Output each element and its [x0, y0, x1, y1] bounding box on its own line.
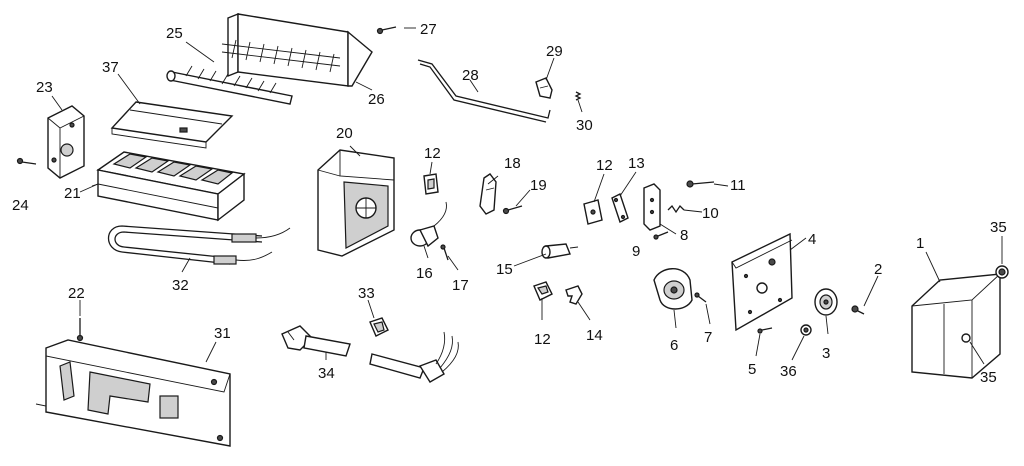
callout-15: 15 [496, 261, 513, 278]
part-25-ejector-blade [166, 65, 293, 105]
part-23-mounting-bracket [47, 105, 85, 179]
part-12-switch-lower [533, 281, 553, 301]
callout-11: 11 [730, 177, 746, 194]
callout-labels: 1 2 3 4 5 6 7 8 9 10 11 12 12 12 13 14 1… [12, 21, 1007, 386]
part-7-screw [694, 292, 707, 303]
callout-23: 23 [36, 79, 53, 96]
callout-24: 24 [12, 197, 29, 214]
part-30-spring [574, 91, 582, 101]
part-1-cover-box [911, 273, 1001, 379]
callout-21: 21 [64, 185, 81, 202]
part-4-mounting-plate [731, 232, 793, 332]
callout-14: 14 [586, 327, 603, 344]
callout-31: 31 [214, 325, 231, 342]
part-19-screw [502, 205, 523, 215]
part-8-bracket [643, 183, 661, 231]
callout-22: 22 [68, 285, 85, 302]
callout-19: 19 [530, 177, 547, 194]
callout-28: 28 [462, 67, 479, 84]
part-35-knob-top [995, 265, 1009, 279]
part-36-nut [800, 324, 812, 336]
callout-35-bottom: 35 [980, 369, 997, 386]
part-12-switch-upper [423, 173, 439, 195]
part-18-bracket [479, 173, 497, 215]
part-wire-harness [369, 331, 459, 383]
callout-36: 36 [780, 363, 797, 380]
part-17-screw [440, 244, 449, 261]
part-2-screw [851, 305, 865, 315]
callout-33: 33 [358, 285, 375, 302]
callout-1: 1 [916, 235, 924, 252]
callout-9: 9 [632, 243, 640, 260]
callout-32: 32 [172, 277, 189, 294]
callout-2: 2 [874, 261, 882, 278]
part-33-connector [369, 317, 389, 337]
callout-10: 10 [702, 205, 719, 222]
callout-18: 18 [504, 155, 521, 172]
part-31-front-cover [35, 339, 231, 447]
part-21-ice-mold [91, 151, 246, 222]
part-28-feeler-arm [417, 59, 551, 123]
callout-4: 4 [808, 231, 816, 248]
part-11-screw [686, 180, 715, 188]
callout-27: 27 [420, 21, 437, 38]
part-32-heater [107, 225, 291, 265]
part-26-ejector-frame [221, 12, 373, 87]
callout-34: 34 [318, 365, 335, 382]
callout-20: 20 [336, 125, 353, 142]
callout-12-lower: 12 [534, 331, 551, 348]
callout-29: 29 [546, 43, 563, 60]
part-37-cover [110, 101, 234, 149]
callout-26: 26 [368, 91, 385, 108]
part-14-clip [565, 285, 583, 305]
callout-37: 37 [102, 59, 119, 76]
part-10-spring [667, 204, 685, 214]
part-5-screw [757, 327, 773, 334]
callout-12-right: 12 [596, 157, 613, 174]
leader-lines [51, 27, 1003, 365]
part-27-screw [376, 26, 397, 35]
callout-5: 5 [748, 361, 756, 378]
part-24-screw [16, 157, 37, 165]
callout-25: 25 [166, 25, 183, 42]
part-29-arm-bracket [535, 77, 553, 99]
callout-35-top: 35 [990, 219, 1007, 236]
part-20-housing [317, 149, 395, 257]
callout-7: 7 [704, 329, 712, 346]
callout-13: 13 [628, 155, 645, 172]
part-12-switch-right [583, 199, 603, 225]
part-13-link [611, 193, 629, 223]
callout-16: 16 [416, 265, 433, 282]
part-16-motor [410, 201, 447, 248]
callout-17: 17 [452, 277, 469, 294]
callout-3: 3 [822, 345, 830, 362]
callout-8: 8 [680, 227, 688, 244]
part-6-timer-motor [653, 268, 693, 310]
part-9-screw [653, 231, 669, 240]
callout-12-upper: 12 [424, 145, 441, 162]
callout-6: 6 [670, 337, 678, 354]
callout-30: 30 [576, 117, 593, 134]
part-22-screw [76, 318, 84, 342]
part-3-gear [814, 288, 838, 316]
part-15-thermostat [541, 243, 579, 259]
part-34-cord-plug [281, 325, 351, 357]
